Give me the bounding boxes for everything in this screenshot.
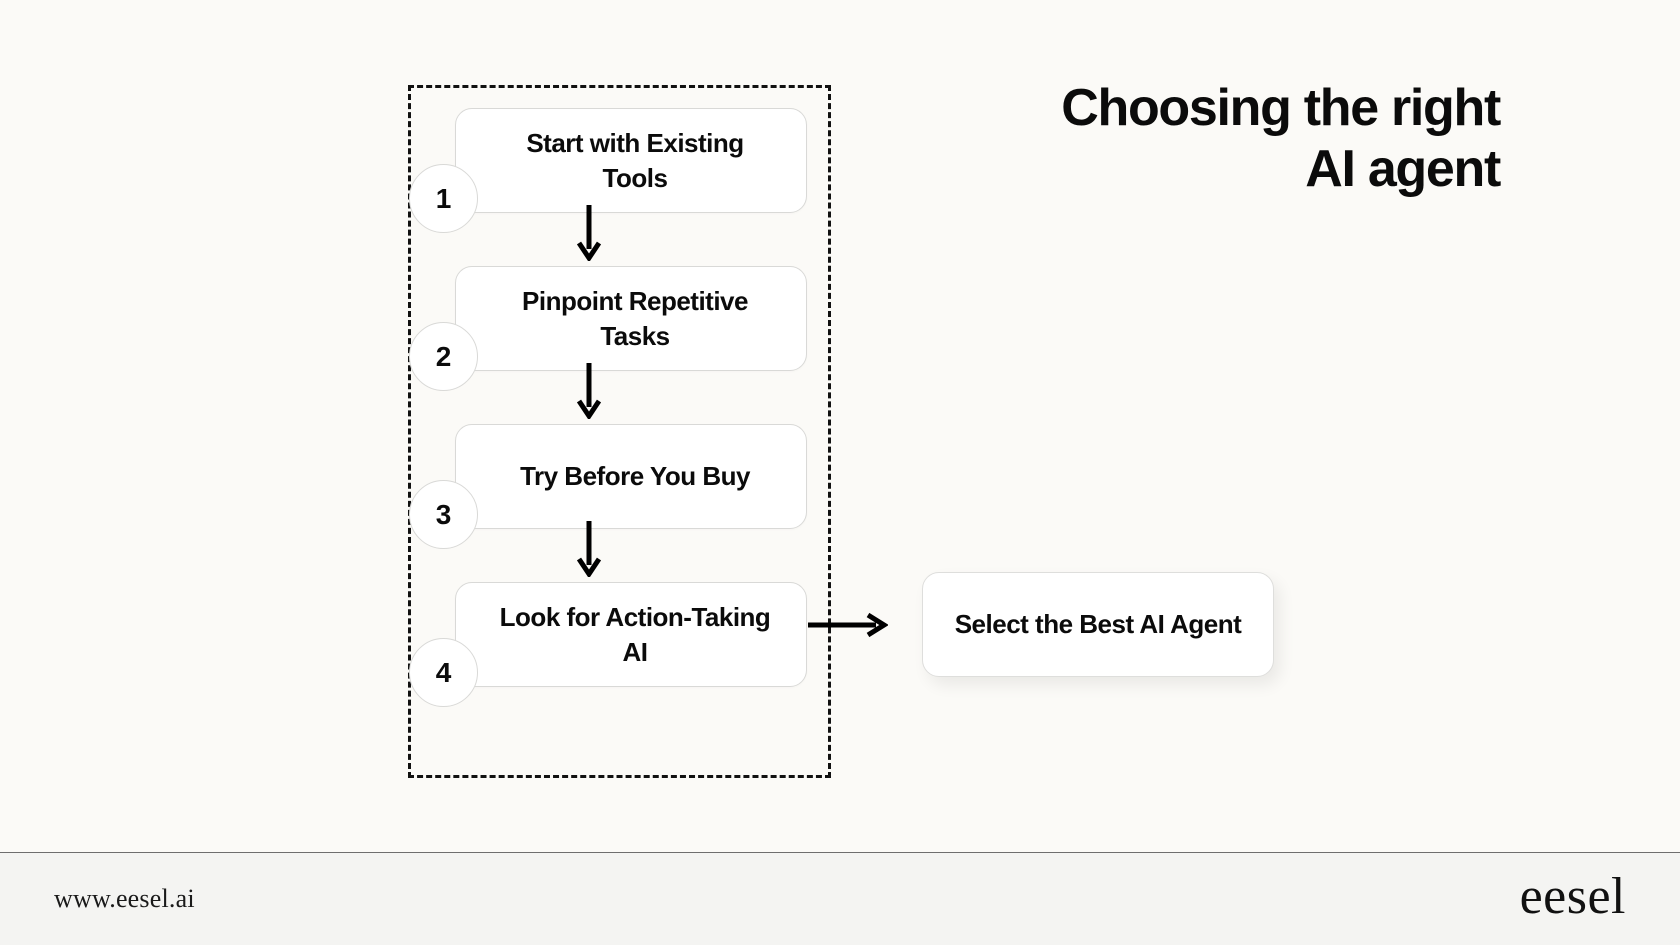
footer-bar: www.eesel.ai eesel: [0, 852, 1680, 945]
grouped-steps-container: [408, 85, 831, 778]
arrow-down-icon-1: [576, 205, 602, 263]
page-title-line-1: Choosing the right: [1061, 79, 1501, 137]
arrow-right-icon: [808, 612, 889, 638]
flow-step-4-label: Look for Action-Taking AI: [499, 601, 771, 667]
flow-step-4-box[interactable]: Look for Action-Taking AI: [455, 582, 807, 687]
flow-step-2[interactable]: Pinpoint Repetitive Tasks 2: [409, 266, 807, 391]
footer-website-url[interactable]: www.eesel.ai: [54, 884, 195, 913]
flow-step-3-number: 3: [435, 498, 452, 530]
outcome-card-label: Select the Best AI Agent: [954, 609, 1242, 640]
flow-step-3-box[interactable]: Try Before You Buy: [455, 424, 807, 529]
arrow-down-icon-3: [576, 521, 602, 579]
flow-step-3-label: Try Before You Buy: [520, 461, 750, 492]
diagram-canvas: Choosing the right AI agent Start with E…: [408, 78, 1502, 778]
flow-step-1[interactable]: Start with Existing Tools 1: [409, 108, 807, 233]
flow-step-2-box[interactable]: Pinpoint Repetitive Tasks: [455, 266, 807, 371]
flow-step-4-number-badge: 4: [409, 638, 478, 707]
flow-step-2-number: 2: [435, 340, 452, 372]
flow-step-3[interactable]: Try Before You Buy 3: [409, 424, 807, 549]
page-title-line-2: AI agent: [1305, 139, 1501, 198]
flow-step-1-box[interactable]: Start with Existing Tools: [455, 108, 807, 213]
page-title: Choosing the right AI agent: [860, 78, 1501, 200]
eesel-logo: eesel: [1519, 868, 1626, 925]
outcome-card[interactable]: Select the Best AI Agent: [922, 572, 1274, 677]
flow-step-4[interactable]: Look for Action-Taking AI 4: [409, 582, 807, 707]
flow-step-3-number-badge: 3: [409, 480, 478, 549]
flow-step-1-number-badge: 1: [409, 164, 478, 233]
flow-step-1-label: Start with Existing Tools: [526, 127, 744, 193]
flow-step-2-number-badge: 2: [409, 322, 478, 391]
flow-step-2-label: Pinpoint Repetitive Tasks: [522, 285, 748, 351]
arrow-down-icon-2: [576, 363, 602, 421]
flow-step-4-number: 4: [435, 656, 452, 688]
flow-step-1-number: 1: [435, 182, 452, 214]
